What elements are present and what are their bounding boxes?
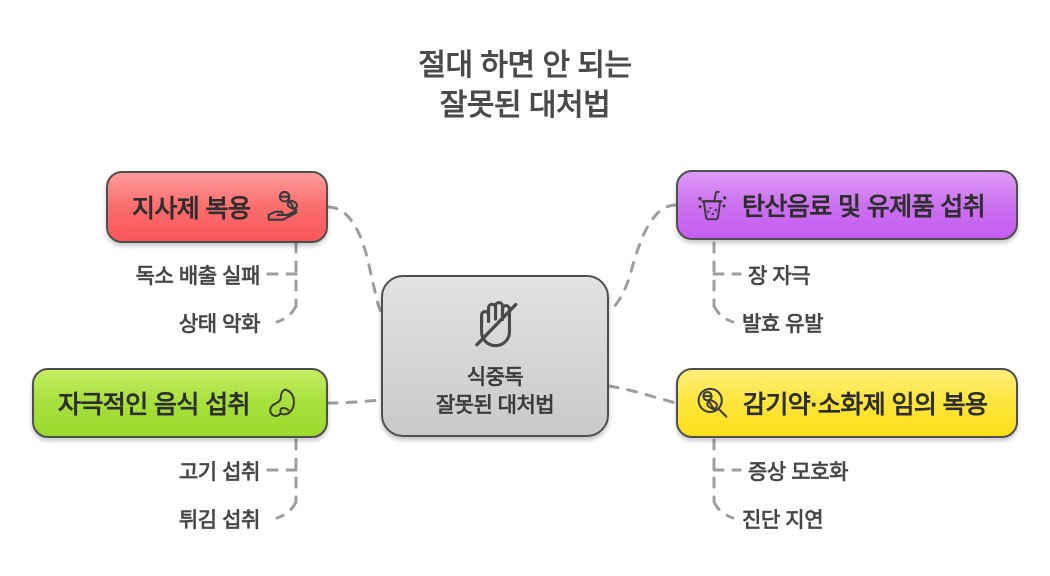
hand-holding-pills-icon	[264, 188, 302, 226]
center-node-label: 식중독 잘못된 대처법	[435, 365, 555, 417]
wire-center-coldmeds	[607, 384, 678, 405]
soda-cup-icon	[694, 187, 730, 223]
branch-node-antidiarrheal[interactable]: 지사제 복용	[106, 171, 328, 243]
branch-node-coldmeds[interactable]: 감기약·소화제 임의 복용	[676, 368, 1018, 438]
center-node[interactable]: 식중독 잘못된 대처법	[381, 275, 609, 437]
branch-label-coldmeds: 감기약·소화제 임의 복용	[743, 391, 988, 419]
no-hand-icon	[464, 293, 526, 360]
branch-node-carbonated[interactable]: 탄산음료 및 유제품 섭취	[676, 170, 1018, 240]
sub-label-coldmeds-2: 진단 지연	[742, 509, 824, 532]
branch-node-irritating-food[interactable]: 자극적인 음식 섭취	[32, 368, 328, 438]
wire-sub-antidiarrheal-2	[275, 304, 298, 324]
magnifier-pills-icon	[694, 385, 731, 422]
sub-label-antidiarrheal-2: 상태 악화	[178, 313, 261, 336]
branch-label-antidiarrheal: 지사제 복용	[132, 195, 251, 223]
wire-center-antidiarrheal	[326, 205, 383, 314]
wire-sub-irritating-2	[275, 500, 298, 520]
wire-sub-coldmeds-2	[712, 500, 735, 520]
branch-label-irritating-food: 자극적인 음식 섭취	[58, 391, 251, 419]
sub-label-irritating-food-1: 고기 섭취	[178, 461, 261, 484]
page-title: 절대 하면 안 되는 잘못된 대처법	[418, 49, 632, 122]
wire-sub-carbonated-2	[712, 304, 735, 324]
sub-label-coldmeds-1: 증상 모호화	[748, 461, 849, 484]
branch-label-carbonated: 탄산음료 및 유제품 섭취	[742, 193, 986, 221]
wire-center-carbonated	[607, 203, 678, 314]
sub-label-carbonated-2: 발효 유발	[742, 313, 824, 336]
wire-center-irritating	[326, 398, 383, 405]
stomach-icon	[264, 385, 300, 421]
sub-label-irritating-food-2: 튀김 섭취	[178, 509, 261, 532]
sub-label-carbonated-1: 장 자극	[748, 265, 811, 288]
sub-label-antidiarrheal-1: 독소 배출 실패	[135, 265, 261, 288]
